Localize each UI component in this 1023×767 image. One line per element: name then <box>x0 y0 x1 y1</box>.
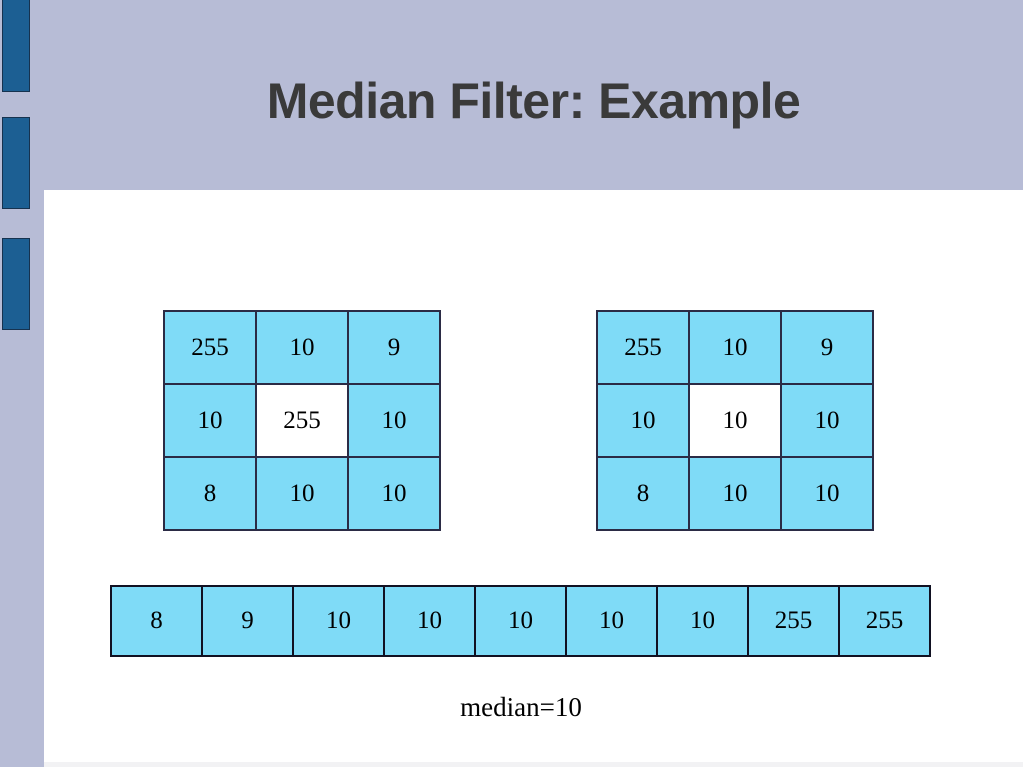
matrix-cell: 255 <box>165 312 257 385</box>
matrix-cell: 8 <box>598 458 690 531</box>
matrix-cell: 10 <box>782 385 874 458</box>
median-caption: median=10 <box>460 692 582 722</box>
sorted-cell: 8 <box>112 587 203 657</box>
matrix-cell-center: 10 <box>690 385 782 458</box>
sorted-values-strip: 8 9 10 10 10 10 10 255 255 <box>110 585 931 657</box>
matrix-cell: 255 <box>598 312 690 385</box>
matrix-cell: 10 <box>165 385 257 458</box>
sorted-cell: 10 <box>658 587 749 657</box>
matrix-cell: 10 <box>690 458 782 531</box>
accent-tab-3 <box>2 238 30 330</box>
sorted-cell: 255 <box>749 587 840 657</box>
page-title: Median Filter: Example <box>266 73 801 129</box>
accent-tab-1 <box>2 0 30 92</box>
panel-bottom-strip <box>44 762 1023 767</box>
title-band <box>44 0 1023 190</box>
input-matrix: 255 10 9 10 255 10 8 10 10 <box>163 310 441 531</box>
matrix-cell: 10 <box>690 312 782 385</box>
output-matrix: 255 10 9 10 10 10 8 10 10 <box>596 310 874 531</box>
matrix-cell: 10 <box>598 385 690 458</box>
matrix-cell: 10 <box>257 458 349 531</box>
sorted-cell: 10 <box>476 587 567 657</box>
sorted-cell: 10 <box>385 587 476 657</box>
matrix-cell: 8 <box>165 458 257 531</box>
accent-tab-2 <box>2 117 30 209</box>
left-accent-band <box>0 0 44 767</box>
matrix-cell: 10 <box>349 385 441 458</box>
sorted-cell: 9 <box>203 587 294 657</box>
matrix-cell: 10 <box>257 312 349 385</box>
sorted-cell: 255 <box>840 587 931 657</box>
sorted-cell: 10 <box>567 587 658 657</box>
matrix-cell-center: 255 <box>257 385 349 458</box>
matrix-cell: 10 <box>349 458 441 531</box>
matrix-cell: 10 <box>782 458 874 531</box>
matrix-cell: 9 <box>782 312 874 385</box>
sorted-cell: 10 <box>294 587 385 657</box>
matrix-cell: 9 <box>349 312 441 385</box>
